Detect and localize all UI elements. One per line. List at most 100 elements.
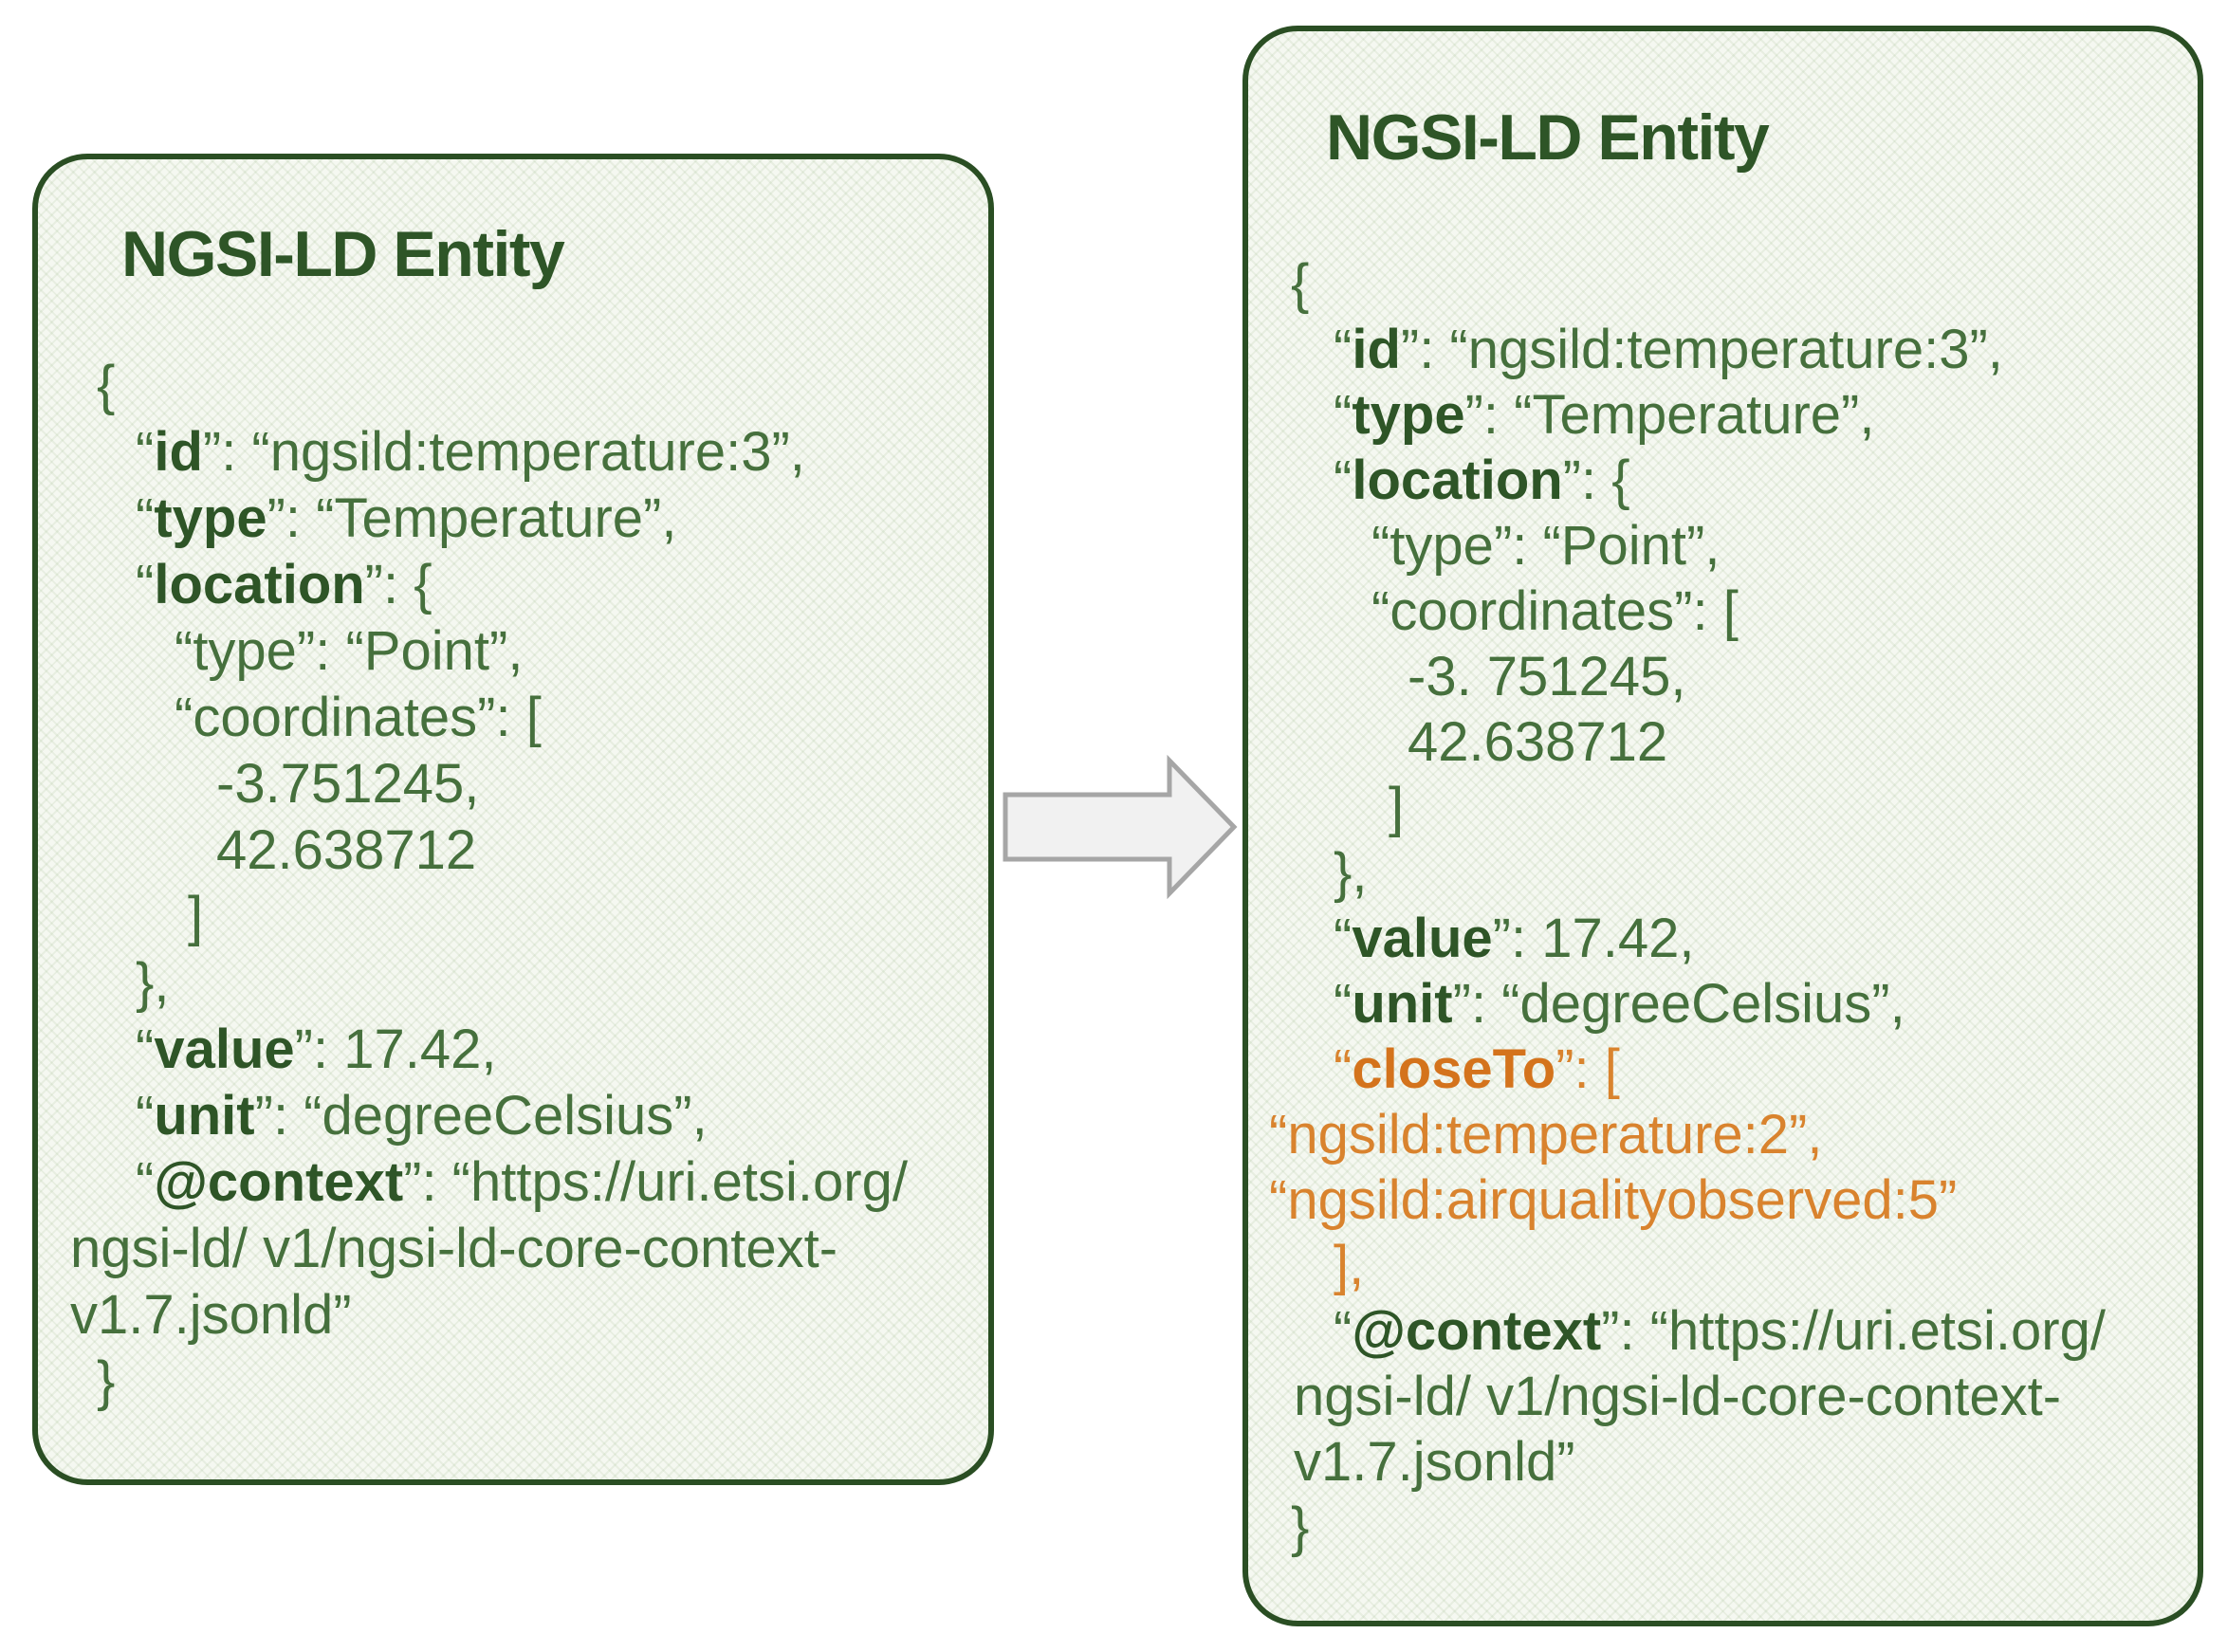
json-token: “ xyxy=(1334,1300,1353,1362)
json-token: “ xyxy=(136,421,155,483)
json-token: “ngsild:temperature:2”, xyxy=(1269,1104,1823,1166)
json-token: “ xyxy=(1334,319,1353,380)
code-line: “type”: “Temperature”, xyxy=(38,486,988,552)
json-token: ”: { xyxy=(1562,450,1630,511)
json-token: ], xyxy=(1334,1235,1365,1296)
json-token: ] xyxy=(1389,777,1405,838)
code-line: 42.638712 xyxy=(1248,709,2198,775)
ngsi-ld-entity-panel-right: NGSI-LD Entity {“id”: “ngsild:temperatur… xyxy=(1242,26,2203,1626)
code-line: “unit”: “degreeCelsius”, xyxy=(1248,971,2198,1037)
json-token: “ xyxy=(136,1085,155,1147)
json-token: “ xyxy=(136,1019,155,1080)
json-key: id xyxy=(1352,319,1401,380)
code-line: “id”: “ngsild:temperature:3”, xyxy=(1248,317,2198,382)
json-token: -3.751245, xyxy=(216,753,480,815)
json-token: “ xyxy=(136,1151,155,1213)
json-token: -3. 751245, xyxy=(1408,646,1686,707)
json-token: “ xyxy=(1334,1038,1353,1100)
code-line: v1.7.jsonld” xyxy=(1248,1429,2198,1495)
json-key: value xyxy=(154,1019,295,1080)
json-token: 42.638712 xyxy=(216,819,477,881)
code-line: 42.638712 xyxy=(38,817,988,884)
json-token: ”: 17.42, xyxy=(294,1019,497,1080)
json-key: unit xyxy=(1352,973,1453,1035)
code-line: “type”: “Point”, xyxy=(1248,513,2198,578)
json-token: v1.7.jsonld” xyxy=(1294,1431,1575,1493)
json-token: ”: “ngsild:temperature:3”, xyxy=(1400,319,2003,380)
code-line: “id”: “ngsild:temperature:3”, xyxy=(38,419,988,486)
panel-title: NGSI-LD Entity xyxy=(1326,101,1770,174)
json-key: type xyxy=(154,487,267,549)
json-token: “ xyxy=(1334,908,1353,969)
json-token: “ xyxy=(136,554,155,615)
json-key: @context xyxy=(154,1151,404,1213)
code-line: “value”: 17.42, xyxy=(38,1017,988,1083)
code-line: ngsi-ld/ v1/ngsi-ld-core-context- xyxy=(38,1216,988,1282)
json-token: “ngsild:airqualityobserved:5” xyxy=(1269,1169,1958,1231)
json-code-block: {“id”: “ngsild:temperature:3”,“type”: “T… xyxy=(38,353,988,1415)
json-token: ”: “https://uri.etsi.org/ xyxy=(1601,1300,2106,1362)
code-line: { xyxy=(1248,251,2198,317)
json-token: ”: “https://uri.etsi.org/ xyxy=(403,1151,908,1213)
json-key: unit xyxy=(154,1085,255,1147)
json-token: ”: “Temperature”, xyxy=(267,487,677,549)
json-token: ] xyxy=(188,886,204,947)
code-line: “@context”: “https://uri.etsi.org/ xyxy=(1248,1298,2198,1364)
code-line: ] xyxy=(38,884,988,950)
json-token: } xyxy=(97,1350,116,1412)
panel-title: NGSI-LD Entity xyxy=(121,218,565,290)
json-code-block: {“id”: “ngsild:temperature:3”,“type”: “T… xyxy=(1248,251,2198,1560)
json-token: v1.7.jsonld” xyxy=(70,1284,352,1346)
json-token: ”: { xyxy=(364,554,433,615)
code-line: “coordinates”: [ xyxy=(1248,578,2198,644)
json-token: “ xyxy=(136,487,155,549)
code-line: “location”: { xyxy=(1248,448,2198,513)
json-token: ”: [ xyxy=(1555,1038,1620,1100)
code-line: -3.751245, xyxy=(38,751,988,817)
json-key: type xyxy=(1352,384,1465,446)
json-token: }, xyxy=(136,952,170,1014)
json-token: ”: 17.42, xyxy=(1492,908,1695,969)
code-line: ], xyxy=(1248,1233,2198,1298)
code-line: ngsi-ld/ v1/ngsi-ld-core-context- xyxy=(1248,1364,2198,1429)
code-line: } xyxy=(38,1349,988,1415)
json-token: ”: “ngsild:temperature:3”, xyxy=(202,421,805,483)
json-token: { xyxy=(97,355,116,416)
json-token: 42.638712 xyxy=(1408,711,1668,773)
json-token: “ xyxy=(1334,973,1353,1035)
code-line: “type”: “Temperature”, xyxy=(1248,382,2198,448)
code-line: “ngsild:airqualityobserved:5” xyxy=(1248,1167,2198,1233)
code-line: ] xyxy=(1248,775,2198,840)
json-token: ”: “degreeCelsius”, xyxy=(254,1085,708,1147)
code-line: } xyxy=(1248,1495,2198,1560)
json-key: closeTo xyxy=(1352,1038,1556,1100)
json-token: “coordinates”: [ xyxy=(175,687,542,748)
json-key: location xyxy=(1352,450,1563,511)
json-key: location xyxy=(154,554,365,615)
code-line: “value”: 17.42, xyxy=(1248,906,2198,971)
transform-arrow-icon xyxy=(1003,755,1238,899)
json-token: ngsi-ld/ v1/ngsi-ld-core-context- xyxy=(70,1218,838,1279)
code-line: “unit”: “degreeCelsius”, xyxy=(38,1083,988,1149)
code-line: “location”: { xyxy=(38,552,988,618)
json-token: “type”: “Point”, xyxy=(1371,515,1721,577)
ngsi-ld-entity-panel-left: NGSI-LD Entity {“id”: “ngsild:temperatur… xyxy=(32,154,994,1485)
json-token: “ xyxy=(1334,384,1353,446)
json-token: { xyxy=(1291,253,1310,315)
code-line: “closeTo”: [ xyxy=(1248,1037,2198,1102)
json-token: ”: “degreeCelsius”, xyxy=(1452,973,1905,1035)
json-key: @context xyxy=(1352,1300,1602,1362)
json-token: }, xyxy=(1334,842,1368,904)
code-line: “@context”: “https://uri.etsi.org/ xyxy=(38,1149,988,1216)
code-line: “coordinates”: [ xyxy=(38,685,988,751)
json-key: id xyxy=(154,421,203,483)
json-token: ”: “Temperature”, xyxy=(1464,384,1875,446)
json-token: } xyxy=(1291,1496,1310,1558)
json-token: “ xyxy=(1334,450,1353,511)
json-token: “type”: “Point”, xyxy=(175,620,524,682)
code-line: { xyxy=(38,353,988,419)
code-line: “ngsild:temperature:2”, xyxy=(1248,1102,2198,1167)
code-line: }, xyxy=(38,950,988,1017)
json-token: “coordinates”: [ xyxy=(1371,580,1739,642)
code-line: }, xyxy=(1248,840,2198,906)
